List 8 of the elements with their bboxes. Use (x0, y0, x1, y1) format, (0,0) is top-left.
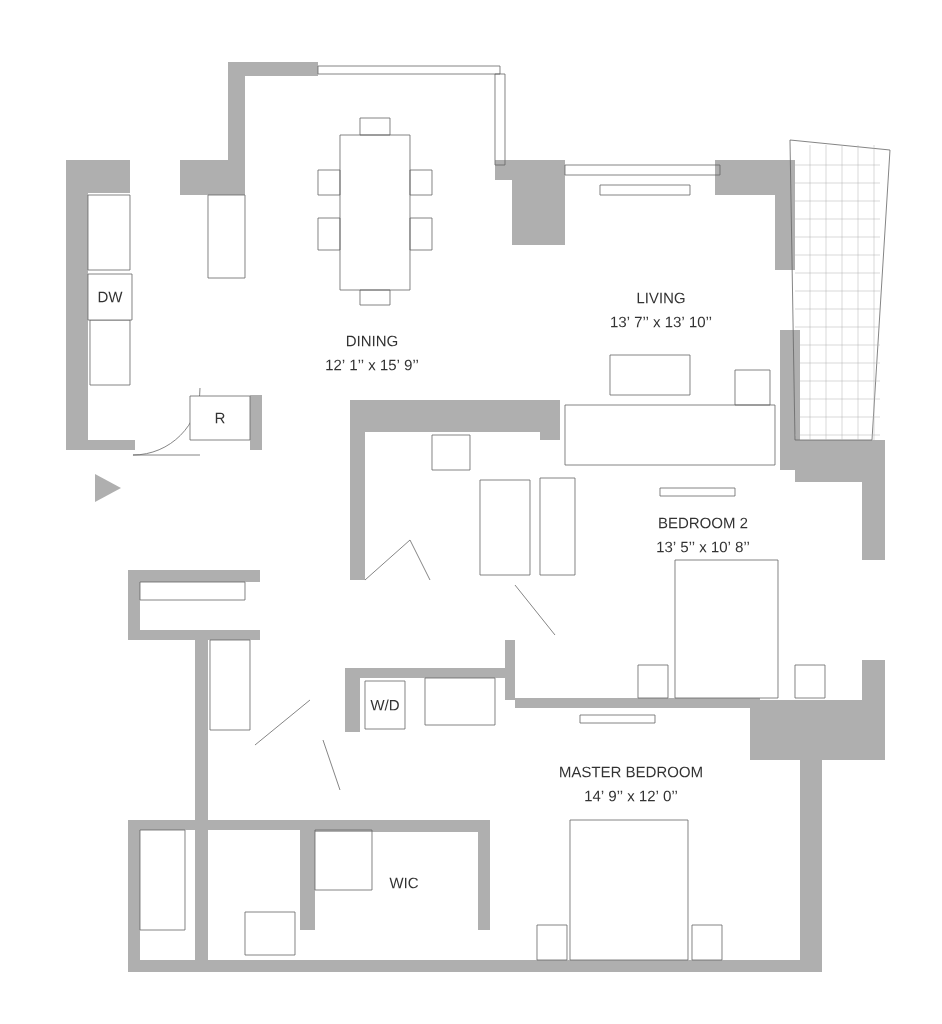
room-label: DINING 12’ 1’’ x 15’ 9’’ (326, 335, 418, 371)
appliance-box: DW (87, 273, 133, 321)
room-label: MASTER BEDROOM 14’ 9’’ x 12’ 0’’ (560, 766, 702, 802)
appliance-box: W/D (364, 680, 406, 730)
room-label: BEDROOM 2 13’ 5’’ x 10’ 8’’ (657, 517, 749, 553)
appliance-box: R (189, 395, 251, 441)
room-label: LIVING 13’ 7’’ x 13’ 10’’ (611, 292, 712, 328)
room-label: WIC (389, 877, 418, 889)
